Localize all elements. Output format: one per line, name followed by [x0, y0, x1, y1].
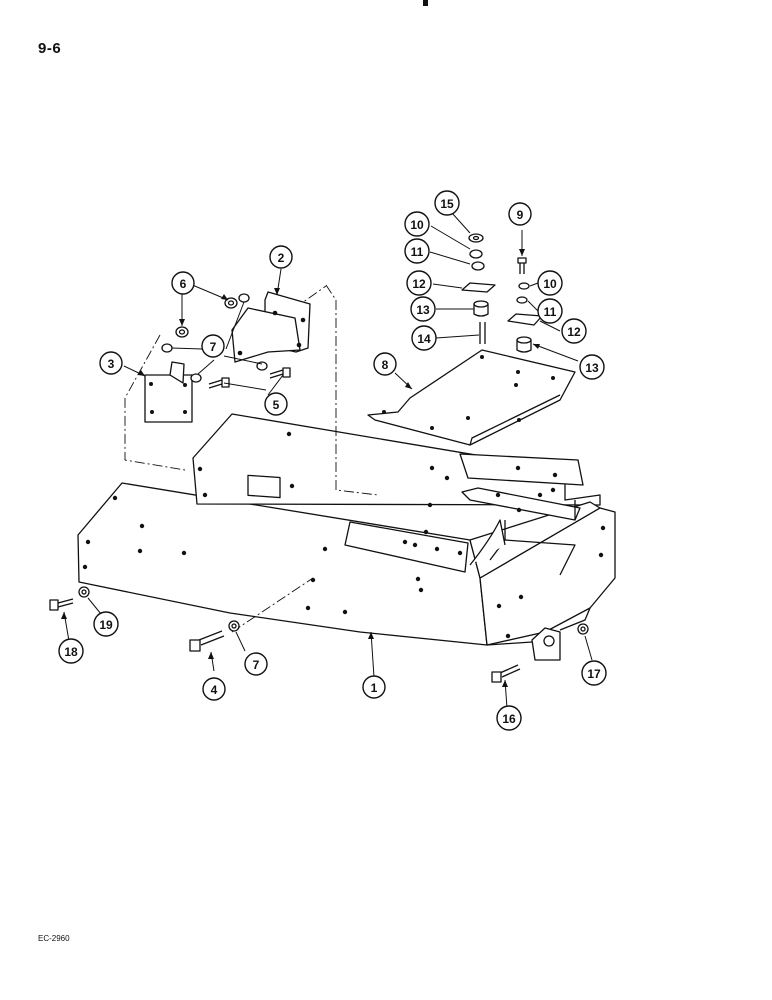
figure-code: EC-2960: [38, 934, 70, 943]
callout-1: 1: [371, 681, 378, 695]
callout-10-right: 10: [543, 277, 557, 291]
callout-circles: [58, 190, 607, 731]
callout-9: 9: [517, 208, 524, 222]
leader-lines: [63, 212, 593, 709]
callout-17: 17: [587, 667, 601, 681]
callout-19: 19: [99, 618, 113, 632]
callout-5: 5: [273, 398, 280, 412]
callout-11-right: 11: [544, 305, 557, 319]
callout-15: 15: [440, 197, 454, 211]
callout-14: 14: [417, 332, 431, 346]
callout-13-right: 13: [585, 361, 599, 375]
callout-7-upper: 7: [210, 340, 217, 354]
callout-16: 16: [502, 712, 516, 726]
callout-12-left: 12: [412, 277, 426, 291]
callout-3: 3: [108, 357, 115, 371]
callout-6: 6: [180, 277, 187, 291]
hardware-parts: [49, 233, 589, 683]
callout-10-left: 10: [410, 218, 424, 232]
engine-mount-bracket-part: [231, 291, 311, 363]
callout-13-left: 13: [416, 303, 430, 317]
side-plate-part: [144, 361, 193, 423]
callout-4: 4: [211, 683, 218, 697]
page-number: 9-6: [38, 40, 62, 57]
main-frame-part: [77, 413, 616, 661]
callout-2: 2: [278, 251, 285, 265]
mounting-plate-part: [367, 349, 576, 446]
callout-7-lower: 7: [253, 658, 260, 672]
leader-arrowheads: [61, 249, 540, 687]
callout-11-left: 11: [411, 245, 424, 259]
callout-8: 8: [382, 358, 389, 372]
callout-12-right: 12: [567, 325, 581, 339]
callout-18: 18: [64, 645, 78, 659]
top-edge-mark: [423, 0, 428, 6]
